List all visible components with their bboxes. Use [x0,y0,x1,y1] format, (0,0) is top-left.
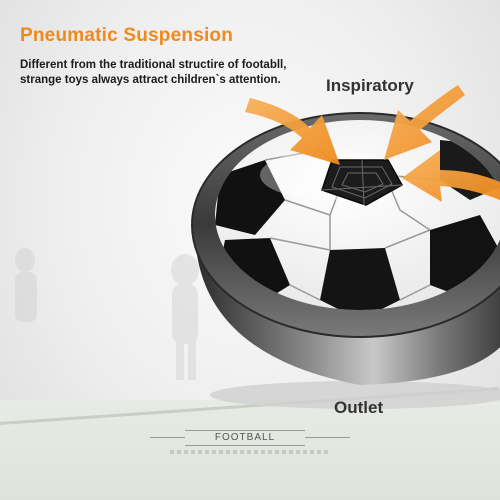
airflow-arrow-top [384,85,465,160]
airflow-arrow-right [402,150,500,202]
disc-shadow [210,381,500,409]
intake-grille [321,159,404,206]
description-line-2: strange toys always attract children`s a… [20,74,281,86]
description: Different from the traditional structire… [20,58,286,88]
description-line-1: Different from the traditional structire… [20,59,287,71]
fine-print [170,450,330,454]
brand-bar: FOOTBALL [185,430,305,446]
outlet-label: Outlet [334,398,384,417]
airflow-arrow-left [245,98,340,165]
brand-rule-right [305,437,350,438]
headline: Pneumatic Suspension [20,25,234,46]
brand-rule-left [150,437,185,438]
inspiratory-label: Inspiratory [326,76,414,95]
